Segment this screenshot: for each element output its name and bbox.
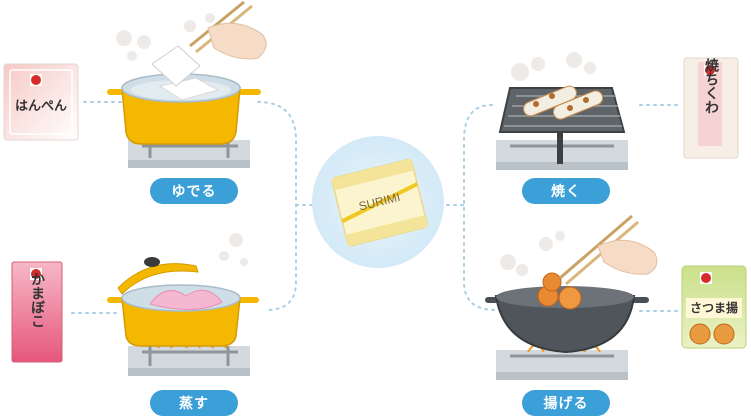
pot-steam <box>107 284 259 347</box>
product-chikuwa: 焼ちくわ <box>683 57 739 159</box>
product-satsuma-label: さつま揚 <box>690 300 738 315</box>
pot-lid <box>117 257 199 295</box>
method-label-fry: 揚げる <box>522 390 610 416</box>
fry-scene <box>485 214 658 380</box>
method-label-grill: 焼く <box>522 178 610 204</box>
product-kamaboko-label: かまぼこ <box>29 272 45 328</box>
boil-scene <box>107 0 267 168</box>
connector-left-bracket <box>257 101 297 311</box>
stove-steam <box>128 341 250 376</box>
steam-puffs-3 <box>500 231 565 276</box>
product-chikuwa-label: 焼ちくわ <box>703 57 719 114</box>
surimi-package: SURIMI <box>331 158 428 247</box>
steam-puffs <box>116 13 215 61</box>
chikuwa-pieces <box>523 85 604 120</box>
stove-fry <box>496 344 628 380</box>
method-label-steam: 蒸す <box>150 390 238 416</box>
product-hanpen-label: はんぺん <box>15 99 67 114</box>
grill-scene <box>496 52 628 170</box>
chopsticks-hand-boil <box>189 0 267 60</box>
steam-puffs-2 <box>219 233 248 266</box>
product-kamaboko: かまぼこ <box>11 261 63 363</box>
hanpen-pieces <box>151 45 220 101</box>
connector-lines <box>71 101 681 314</box>
smoke-puffs <box>511 52 596 81</box>
fried-pieces <box>537 272 582 310</box>
method-label-boil: ゆでる <box>150 178 238 204</box>
steam-scene <box>107 233 259 376</box>
surimi-center: SURIMI <box>312 136 444 268</box>
product-satsuma: さつま揚 <box>681 265 747 349</box>
product-hanpen: はんぺん <box>3 63 79 141</box>
chopsticks-hand-fry <box>559 214 658 286</box>
connector-right-bracket <box>463 104 497 311</box>
